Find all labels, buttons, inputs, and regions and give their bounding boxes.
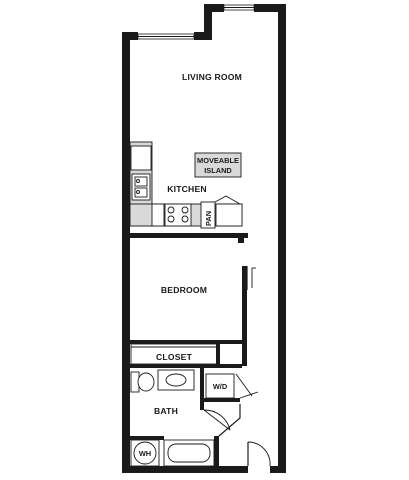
top-upper-wall-left bbox=[204, 4, 224, 12]
bath-label: BATH bbox=[154, 406, 178, 416]
top-step-wall-h bbox=[194, 32, 208, 40]
moveable-island: MOVEABLE ISLAND bbox=[194, 152, 242, 178]
closet-bottom-wall bbox=[130, 364, 242, 368]
moveable-island-label-2: ISLAND bbox=[204, 166, 232, 175]
water-heater-label: WH bbox=[139, 449, 151, 458]
entry-door[interactable] bbox=[247, 441, 271, 467]
top-upper-wall-right bbox=[254, 4, 286, 12]
bath-right-wall bbox=[200, 368, 204, 404]
pantry-label: PAN bbox=[204, 211, 213, 226]
vanity bbox=[157, 369, 195, 391]
exterior-walls bbox=[122, 4, 286, 473]
pantry bbox=[200, 201, 216, 229]
left-wall bbox=[122, 32, 130, 472]
bedroom-walls bbox=[130, 233, 256, 366]
kitchen-base-cabinet bbox=[151, 203, 165, 227]
top-step-wall-v bbox=[204, 4, 212, 40]
water-heater bbox=[130, 439, 160, 467]
closet bbox=[130, 340, 242, 368]
kitchen-label: KITCHEN bbox=[167, 184, 207, 194]
bedroom-label: BEDROOM bbox=[161, 285, 207, 295]
bedroom-top-wall bbox=[130, 233, 248, 238]
bath bbox=[130, 368, 259, 467]
washer-dryer bbox=[205, 373, 235, 399]
right-wall bbox=[278, 4, 286, 472]
washer-dryer-label: W/D bbox=[213, 382, 228, 391]
bottom-wall-left bbox=[122, 466, 248, 473]
closet-top-wall bbox=[130, 340, 242, 344]
top-left-wall bbox=[122, 32, 138, 40]
kitchen-counters bbox=[129, 141, 243, 229]
range bbox=[164, 203, 192, 227]
living-room-label: LIVING ROOM bbox=[182, 72, 242, 82]
toilet-bowl bbox=[137, 372, 155, 392]
closet-right-wall bbox=[216, 344, 220, 364]
moveable-island-label-1: MOVEABLE bbox=[197, 156, 239, 165]
bedroom-top-wall-stub bbox=[238, 233, 244, 243]
bedroom-right-wall bbox=[242, 266, 247, 366]
refrigerator bbox=[130, 145, 152, 171]
pantry-cabinet bbox=[215, 203, 243, 227]
bottom-wall-right bbox=[270, 466, 286, 473]
closet-label: CLOSET bbox=[156, 352, 193, 362]
